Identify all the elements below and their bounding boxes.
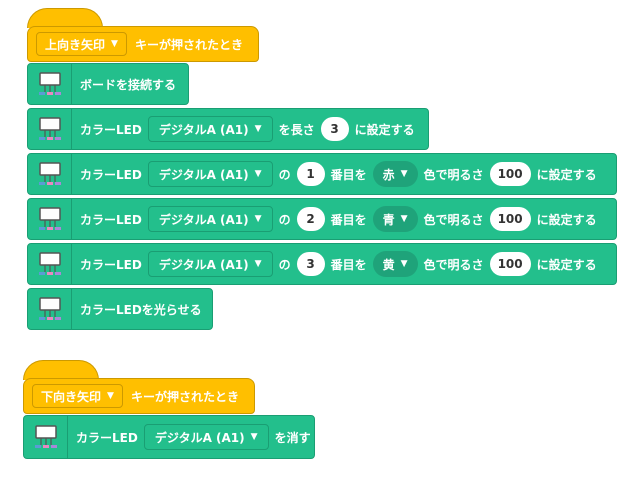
index-input[interactable]: 1 <box>296 162 325 186</box>
clear-leds-block[interactable]: カラーLED デジタルA (A1) ▼ を消す <box>23 415 315 459</box>
color-value: 青 <box>382 212 395 227</box>
index-input[interactable]: 2 <box>296 207 325 231</box>
block-label: 番目を <box>330 212 367 227</box>
led-icon <box>28 154 72 194</box>
block-label: 色で明るさ <box>423 212 484 227</box>
hat-cap-2 <box>23 360 99 380</box>
block-label: 色で明るさ <box>423 257 484 272</box>
brightness-input[interactable]: 100 <box>489 162 531 186</box>
block-label: カラーLED <box>80 167 142 182</box>
chevron-down-icon: ▼ <box>400 259 408 269</box>
block-label: カラーLED <box>76 430 138 445</box>
chevron-down-icon: ▼ <box>254 169 262 179</box>
set-color-block-1[interactable]: カラーLED デジタルA (A1)▼ の 1 番目を 赤▼ 色で明るさ 100 … <box>27 153 617 195</box>
key-pressed-hat-block-down[interactable]: 下向き矢印 ▼ キーが押されたとき <box>23 378 255 414</box>
brightness-input[interactable]: 100 <box>489 252 531 276</box>
set-color-block-3[interactable]: カラーLED デジタルA (A1)▼ の 3 番目を 黄▼ 色で明るさ 100 … <box>27 243 617 285</box>
set-length-block[interactable]: カラーLED デジタルA (A1) ▼ を長さ 3 に設定する <box>27 108 429 150</box>
block-label: ボードを接続する <box>80 77 177 92</box>
chevron-down-icon: ▼ <box>254 124 262 134</box>
chevron-down-icon: ▼ <box>250 432 258 442</box>
led-icon <box>24 416 68 458</box>
pin-dropdown[interactable]: デジタルA (A1) ▼ <box>147 206 273 232</box>
chevron-down-icon: ▼ <box>400 169 408 179</box>
hat-label: キーが押されたとき <box>134 37 243 52</box>
pin-dropdown[interactable]: デジタルA (A1) ▼ <box>147 251 273 277</box>
chevron-down-icon: ▼ <box>107 391 114 401</box>
block-label: カラーLEDを光らせる <box>80 302 202 317</box>
pin-value: デジタルA (A1) <box>158 257 249 272</box>
block-label: の <box>278 212 291 227</box>
color-dropdown[interactable]: 赤▼ <box>372 161 418 187</box>
hat-cap-1 <box>27 8 103 28</box>
block-label: に設定する <box>536 212 597 227</box>
key-select-dropdown[interactable]: 下向き矢印 ▼ <box>32 384 123 408</box>
pin-value: デジタルA (A1) <box>158 212 249 227</box>
block-label: に設定する <box>536 167 597 182</box>
chevron-down-icon: ▼ <box>400 214 408 224</box>
brightness-input[interactable]: 100 <box>489 207 531 231</box>
pin-value: デジタルA (A1) <box>154 430 245 445</box>
chevron-down-icon: ▼ <box>111 39 118 49</box>
block-label: を消す <box>274 430 311 445</box>
color-value: 赤 <box>382 167 395 182</box>
block-label: 番目を <box>330 167 367 182</box>
block-label: 色で明るさ <box>423 167 484 182</box>
led-icon <box>28 244 72 284</box>
key-select-value: 上向き矢印 <box>45 37 106 52</box>
length-input[interactable]: 3 <box>320 117 349 141</box>
block-label: カラーLED <box>80 122 142 137</box>
set-color-block-2[interactable]: カラーLED デジタルA (A1)▼ の 2 番目を 青▼ 色で明るさ 100 … <box>27 198 617 240</box>
color-dropdown[interactable]: 青▼ <box>372 206 418 232</box>
block-label: に設定する <box>354 122 415 137</box>
led-icon <box>28 199 72 239</box>
block-label: を長さ <box>278 122 315 137</box>
key-pressed-hat-block-up[interactable]: 上向き矢印 ▼ キーが押されたとき <box>27 26 259 62</box>
pin-dropdown[interactable]: デジタルA (A1) ▼ <box>147 161 273 187</box>
pin-dropdown[interactable]: デジタルA (A1) ▼ <box>143 424 269 450</box>
color-dropdown[interactable]: 黄▼ <box>372 251 418 277</box>
led-icon <box>28 289 72 329</box>
color-value: 黄 <box>382 257 395 272</box>
key-select-value: 下向き矢印 <box>41 389 102 404</box>
block-label: 番目を <box>330 257 367 272</box>
pin-dropdown[interactable]: デジタルA (A1) ▼ <box>147 116 273 142</box>
block-label: の <box>278 257 291 272</box>
pin-value: デジタルA (A1) <box>158 167 249 182</box>
block-label: カラーLED <box>80 257 142 272</box>
led-icon <box>28 64 72 104</box>
led-icon <box>28 109 72 149</box>
show-leds-block[interactable]: カラーLEDを光らせる <box>27 288 213 330</box>
block-label: の <box>278 167 291 182</box>
pin-value: デジタルA (A1) <box>158 122 249 137</box>
chevron-down-icon: ▼ <box>254 214 262 224</box>
chevron-down-icon: ▼ <box>254 259 262 269</box>
block-label: カラーLED <box>80 212 142 227</box>
hat-label: キーが押されたとき <box>130 389 239 404</box>
connect-board-block[interactable]: ボードを接続する <box>27 63 189 105</box>
index-input[interactable]: 3 <box>296 252 325 276</box>
block-label: に設定する <box>536 257 597 272</box>
key-select-dropdown[interactable]: 上向き矢印 ▼ <box>36 32 127 56</box>
